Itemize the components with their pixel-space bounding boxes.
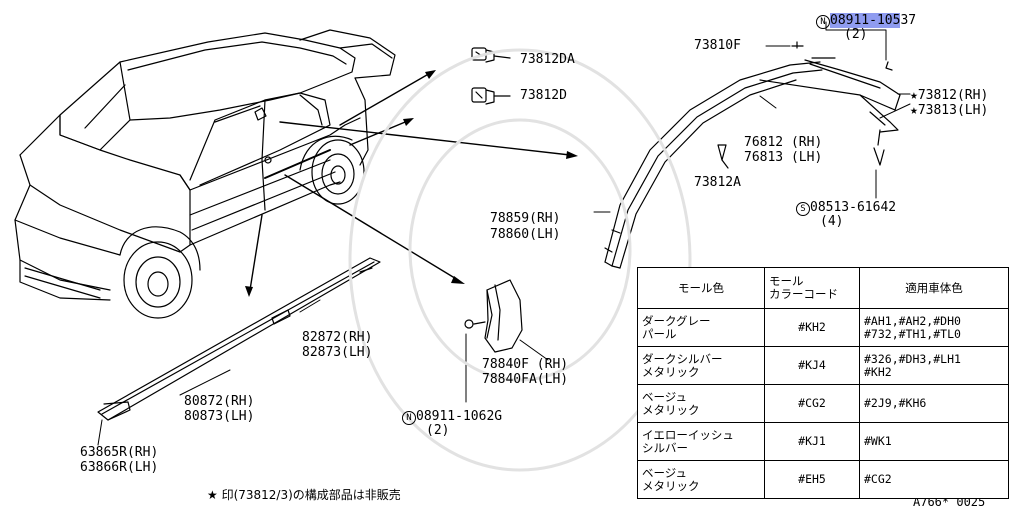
cell-code: #CG2: [764, 384, 860, 423]
wheel-arch-moulding: [604, 41, 901, 269]
label-80872-rh: 80872(RH): [184, 394, 255, 409]
ref-symbol-s: S: [796, 202, 810, 216]
label-63866R-lh: 63866R(LH): [80, 460, 159, 475]
cell-body-colors: #AH1,#AH2,#DH0 #732,#TH1,#TL0: [859, 308, 1009, 347]
label-76812-rh: 76812 (RH): [744, 135, 823, 150]
label-73812D: 73812D: [520, 88, 567, 103]
cell-code: #KH2: [764, 308, 860, 347]
footnote: ★ 印(73812/3)の構成部品は非販売: [207, 488, 401, 502]
ref-part-number-bottom: 08911-1062G: [416, 409, 503, 424]
clip-73812D: [471, 87, 511, 105]
ref-part-number: 08513-61642: [810, 200, 897, 215]
cell-body-colors: #CG2: [859, 460, 1009, 499]
label-73812DA: 73812DA: [520, 52, 575, 67]
label-78840F-rh: 78840F (RH): [482, 357, 569, 372]
label-76813-lh: 76813 (LH): [744, 150, 823, 165]
label-73812A: 73812A: [694, 175, 741, 190]
table-row: ベージュ メタリック #EH5 #CG2: [637, 460, 1009, 499]
cell-color: ダークシルバー メタリック: [637, 346, 765, 385]
label-82872-rh: 82872(RH): [302, 330, 373, 345]
table-row: ダークグレー パール #KH2 #AH1,#AH2,#DH0 #732,#TH1…: [637, 308, 1009, 347]
header-moulding-color-code: モール カラーコード: [764, 267, 860, 309]
header-body-color: 適用車体色: [859, 267, 1009, 309]
watermark: [348, 48, 692, 472]
color-code-table: モール色 モール カラーコード 適用車体色 ダークグレー パール #KH2 #A…: [637, 267, 1009, 499]
label-82873-lh: 82873(LH): [302, 345, 373, 360]
car-illustration: [14, 29, 396, 319]
cell-body-colors: #326,#DH3,#LH1 #KH2: [859, 346, 1009, 385]
mudguard-78840F: [464, 279, 523, 353]
leader-arrows: [249, 71, 571, 291]
table-row: イエローイッシュ シルバー #KJ1 #WK1: [637, 422, 1009, 461]
label-73813-lh: ★73813(LH): [910, 103, 989, 118]
label-78860-lh: 78860(LH): [490, 227, 561, 242]
label-73812-rh: ★73812(RH): [910, 88, 989, 103]
label-63865R-rh: 63865R(RH): [80, 445, 159, 460]
table-header-row: モール色 モール カラーコード 適用車体色: [637, 267, 1009, 309]
table-row: ベージュ メタリック #CG2 #2J9,#KH6: [637, 384, 1009, 423]
header-moulding-color: モール色: [637, 267, 765, 309]
cell-color: イエローイッシュ シルバー: [637, 422, 765, 461]
cell-color: ベージュ メタリック: [637, 460, 765, 499]
side-moulding-80872: [97, 257, 381, 421]
label-qty-4: (4): [820, 214, 844, 229]
cell-color: ベージュ メタリック: [637, 384, 765, 423]
cell-code: #KJ1: [764, 422, 860, 461]
label-73810F: 73810F: [694, 38, 741, 53]
ref-symbol-n-bottom: N: [402, 411, 416, 425]
cell-color: ダークグレー パール: [637, 308, 765, 347]
label-78840FA-lh: 78840FA(LH): [482, 372, 569, 387]
ref-symbol-n: N: [816, 15, 830, 29]
label-qty-2-bottom: (2): [426, 423, 450, 438]
highlighted-part-number: 08911-105: [830, 13, 901, 28]
part-suffix: 37: [900, 13, 917, 28]
cell-body-colors: #WK1: [859, 422, 1009, 461]
cell-code: #KJ4: [764, 346, 860, 385]
table-row: ダークシルバー メタリック #KJ4 #326,#DH3,#LH1 #KH2: [637, 346, 1009, 385]
label-78859-rh: 78859(RH): [490, 211, 561, 226]
label-80873-lh: 80873(LH): [184, 409, 255, 424]
label-qty-2-top: (2): [844, 27, 868, 42]
cell-body-colors: #2J9,#KH6: [859, 384, 1009, 423]
cell-code: #EH5: [764, 460, 860, 499]
